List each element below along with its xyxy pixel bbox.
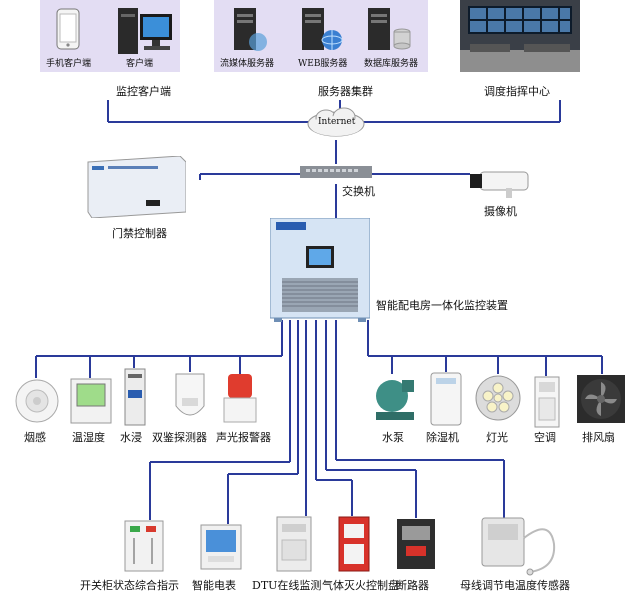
internet-cloud-icon [306, 106, 366, 144]
switch-icon [300, 164, 372, 184]
water-pump-icon [372, 374, 418, 428]
dehumidifier-icon [430, 372, 462, 430]
phone-client-icon [56, 8, 80, 54]
dispatch-center-label: 调度指挥中心 [484, 85, 550, 98]
bottom-device-label: 智能电表 [192, 579, 236, 592]
database-server-label: 数据库服务器 [364, 59, 419, 69]
sensor-label: 双鉴探测器 [152, 431, 207, 444]
sensor-label: 声光报警器 [216, 431, 271, 444]
camera-icon [470, 166, 534, 204]
device-label: 排风扇 [582, 431, 615, 444]
main-monitoring-device [269, 217, 371, 326]
client-group-label: 监控客户端 [116, 85, 171, 98]
server-cluster-label: 服务器集群 [318, 85, 373, 98]
busbar-temperature-sensor-icon [480, 514, 560, 582]
smart-meter-icon [200, 524, 242, 574]
device-label: 灯光 [486, 431, 508, 444]
sound-light-alarm-icon [222, 374, 258, 430]
bottom-device-label: 母线调节电温度传感器 [460, 579, 570, 592]
air-conditioner-icon [534, 376, 560, 432]
light-icon [474, 374, 522, 426]
bottom-device-label: 开关柜状态综合指示 [80, 579, 179, 592]
main-device-label: 智能配电房一体化监控装置 [376, 299, 508, 312]
device-label: 除湿机 [426, 431, 459, 444]
web-server-label: WEB服务器 [298, 59, 348, 69]
device-label: 空调 [534, 431, 556, 444]
gas-fire-panel-icon [338, 516, 370, 576]
phone-client-label: 手机客户端 [46, 59, 92, 69]
bottom-device-label: 气体灭火控制盘 [322, 579, 399, 592]
pc-client-label: 客户端 [126, 59, 154, 69]
switchgear-indicator-icon [124, 520, 164, 576]
sensor-label: 温湿度 [72, 431, 105, 444]
web-server-icon [298, 6, 348, 58]
access-controller-label: 门禁控制器 [112, 227, 167, 240]
dispatch-center-image [460, 0, 580, 72]
pc-client-icon [116, 8, 176, 62]
bottom-device-label: 断路器 [396, 579, 429, 592]
thermo-hygrometer-icon [70, 378, 112, 428]
device-label: 水泵 [382, 431, 404, 444]
internet-label: Internet [318, 117, 356, 127]
dtu-monitor-icon [276, 516, 312, 576]
camera-label: 摄像机 [484, 205, 517, 218]
streaming-server-icon [230, 6, 270, 58]
water-leak-sensor-icon [124, 368, 146, 430]
sensor-label: 水浸 [120, 431, 142, 444]
database-server-icon [364, 6, 414, 58]
bottom-device-label: DTU在线监测 [252, 579, 322, 592]
exhaust-fan-icon [576, 374, 626, 428]
switch-label: 交换机 [342, 185, 375, 198]
dual-detector-icon [172, 372, 208, 428]
sensor-label: 烟感 [24, 431, 46, 444]
access-controller-icon [82, 155, 187, 222]
circuit-breaker-icon [396, 518, 436, 574]
streaming-server-label: 流媒体服务器 [220, 59, 275, 69]
smoke-detector-icon [14, 378, 60, 428]
